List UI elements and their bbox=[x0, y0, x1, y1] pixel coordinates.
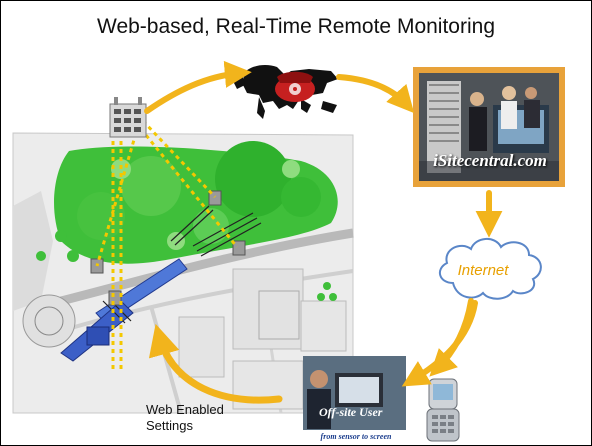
cloud-label: Internet bbox=[457, 262, 509, 279]
site-map bbox=[12, 132, 354, 414]
cell-phone-icon bbox=[426, 378, 460, 442]
web-settings-label: Web Enabled Settings bbox=[146, 402, 266, 434]
wireless-links bbox=[95, 119, 239, 373]
sensor-device-icon bbox=[109, 97, 147, 138]
web-settings-text: Web Enabled Settings bbox=[146, 402, 224, 433]
flow-arrows bbox=[144, 60, 503, 404]
cloud-icon bbox=[438, 238, 542, 300]
monitoring-center-photo bbox=[413, 67, 565, 187]
offsite-user-photo bbox=[303, 356, 406, 430]
map-sensor-boxes bbox=[90, 190, 246, 306]
caption: from sensor to screen bbox=[320, 432, 392, 441]
site-name-label: iSitecentral.com bbox=[433, 151, 547, 170]
page-title: Web-based, Real-Time Remote Monitoring bbox=[97, 15, 495, 38]
offsite-user-label: Off-site User bbox=[319, 405, 383, 419]
telephone-icon bbox=[275, 71, 315, 102]
